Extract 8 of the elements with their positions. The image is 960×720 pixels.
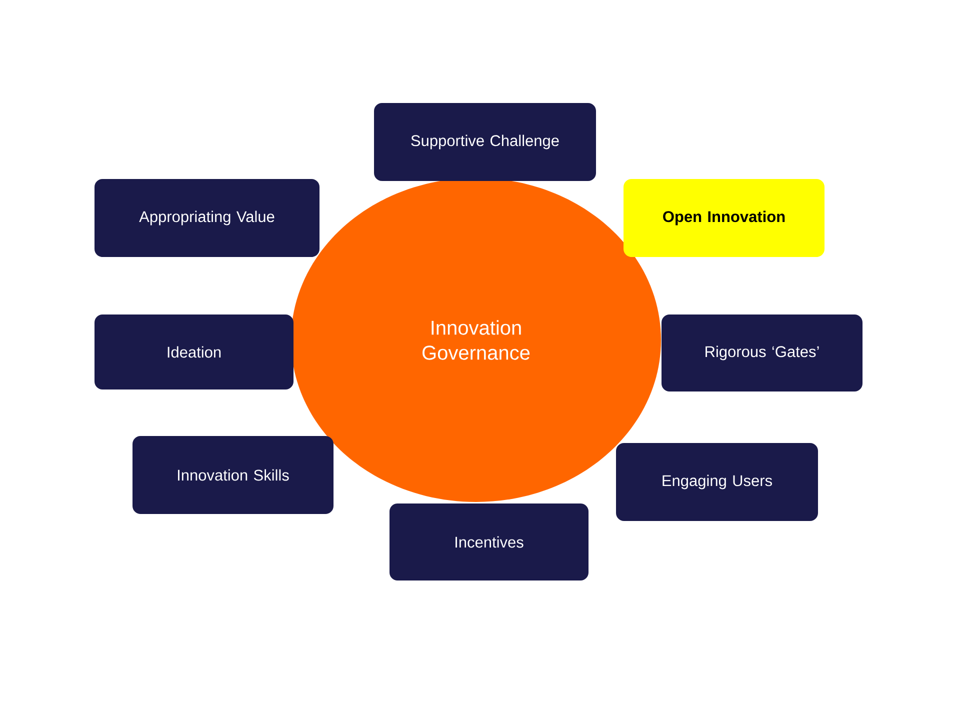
label-box: Ideation (94, 314, 294, 390)
label-box: Incentives (390, 504, 588, 580)
label-box: Innovation Skills (132, 436, 334, 514)
label-box: Supportive Challenge (374, 103, 596, 181)
label-box: Open Innovation (624, 179, 824, 257)
label-box: Appropriating Value (94, 179, 320, 257)
label-box: Rigorous ‘Gates’ (662, 314, 863, 392)
label-box: Engaging Users (616, 443, 818, 521)
